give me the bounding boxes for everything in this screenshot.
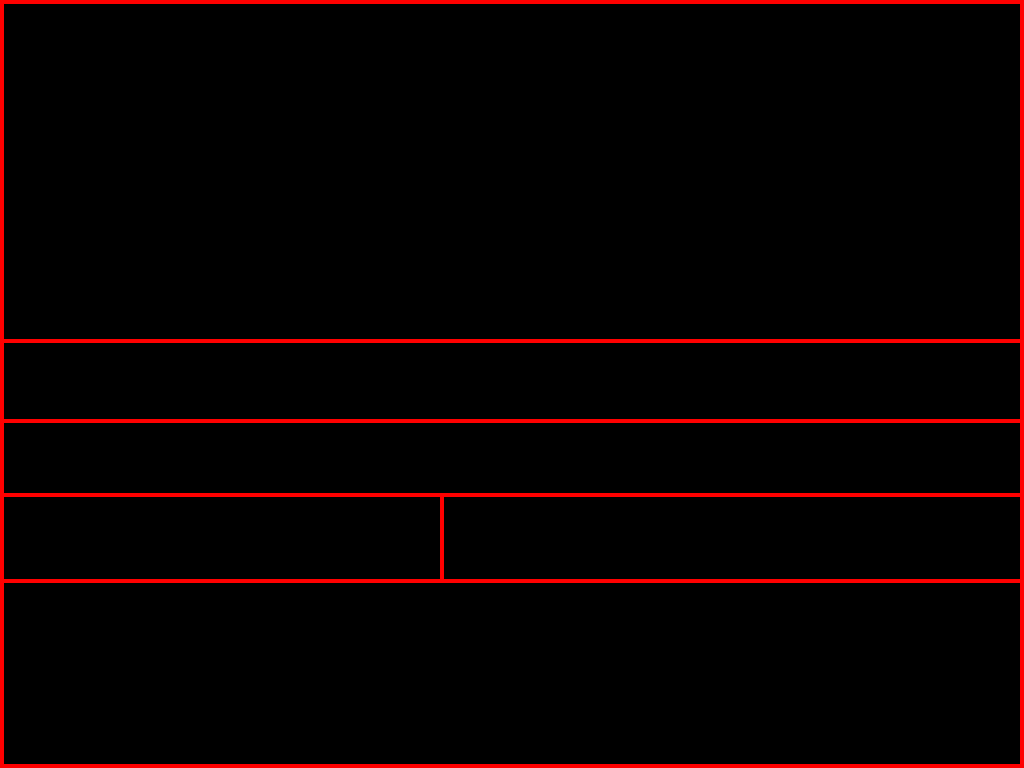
middle-band-panel-2 (0, 419, 1024, 497)
bottom-panel (0, 579, 1024, 768)
left-split-panel (0, 493, 444, 583)
top-panel (0, 0, 1024, 343)
middle-band-panel-1 (0, 339, 1024, 423)
right-split-panel (440, 493, 1024, 583)
